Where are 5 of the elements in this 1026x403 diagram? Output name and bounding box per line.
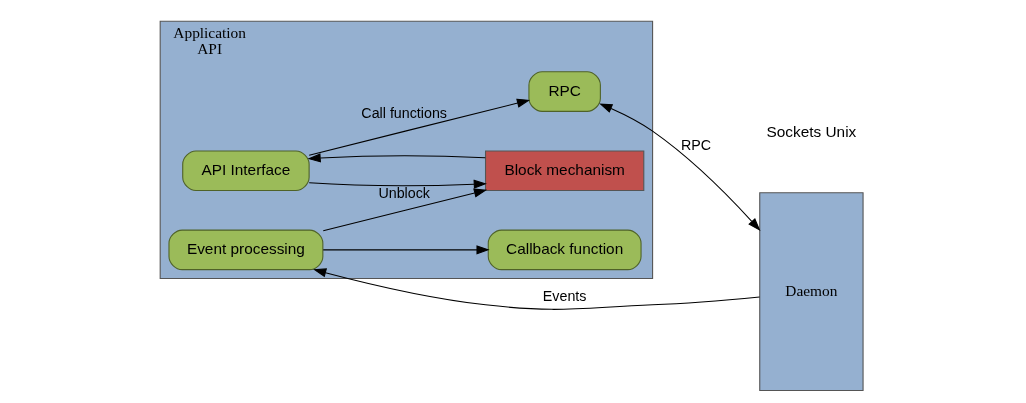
edge-label: RPC	[680, 137, 712, 154]
edge-label: Call functions	[361, 105, 448, 122]
edge-label: Unblock	[378, 184, 430, 201]
edge-label: Events	[542, 287, 587, 304]
label: Sockets Unix	[766, 123, 857, 141]
